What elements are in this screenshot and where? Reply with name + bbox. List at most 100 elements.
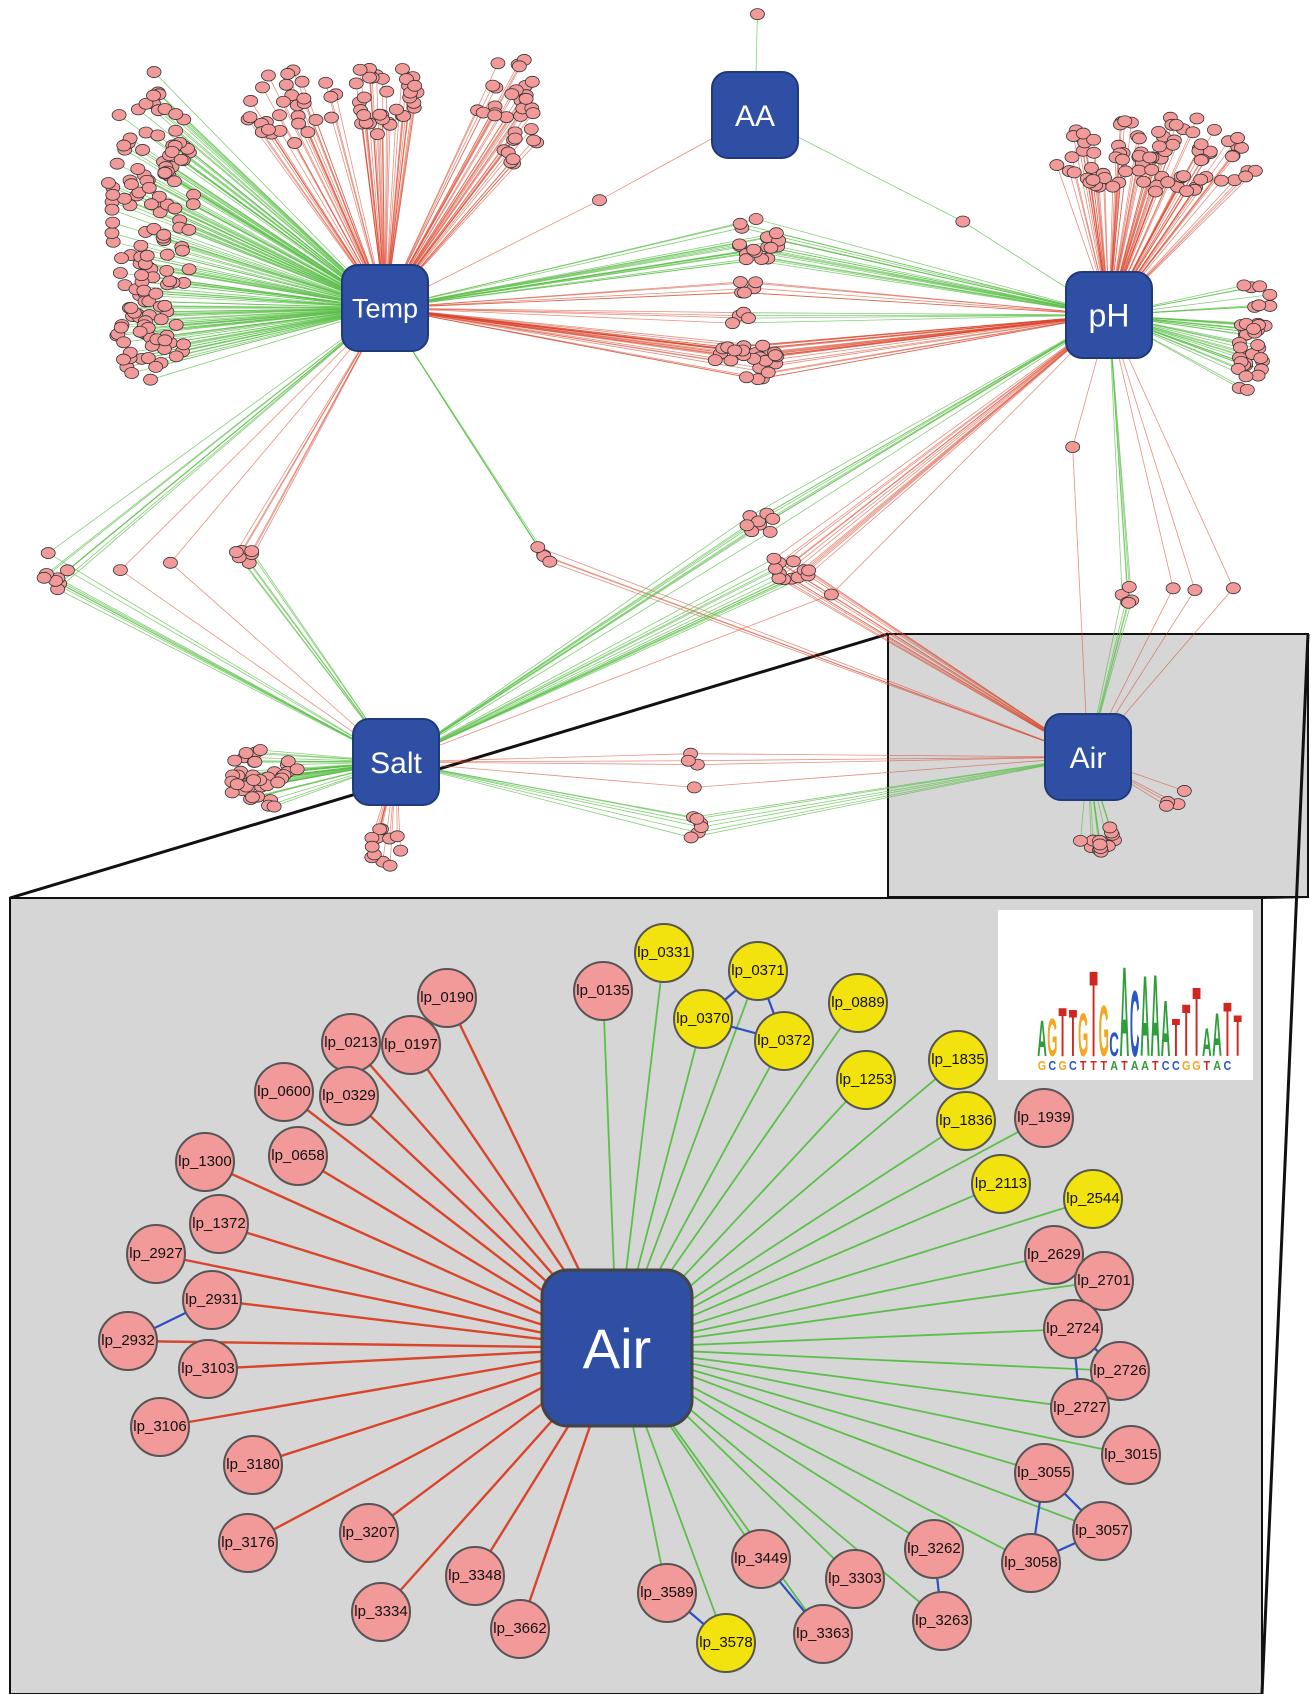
overview-edge xyxy=(537,546,1089,758)
gene-circle xyxy=(1043,1299,1103,1359)
overview-gene-node xyxy=(1131,132,1147,145)
overview-gene-node xyxy=(725,317,740,330)
overview-gene-node xyxy=(148,287,164,300)
overview-edge xyxy=(748,314,1110,319)
overview-gene-node xyxy=(157,334,173,347)
overview-gene-node xyxy=(364,840,380,853)
overview-gene-node xyxy=(1193,154,1209,167)
gene-label: lp_3015 xyxy=(1104,1446,1157,1463)
overview-gene-node xyxy=(1168,118,1184,131)
gene-circle xyxy=(1101,1425,1161,1485)
gene-label: lp_3263 xyxy=(915,1612,968,1629)
gene-label: lp_3207 xyxy=(342,1524,395,1541)
overview-gene-node xyxy=(511,60,527,73)
gene-node-lp_3363: lp_3363 xyxy=(793,1604,853,1664)
overview-edge xyxy=(55,307,386,582)
edge-air-lp_2927 xyxy=(155,1252,618,1350)
motif-letter: T xyxy=(1223,986,1231,1072)
overview-edge xyxy=(395,570,809,763)
gene-label: lp_2932 xyxy=(101,1332,154,1349)
overview-edge xyxy=(753,249,1110,316)
hub-aa: AA xyxy=(711,71,799,159)
gene-label: lp_0600 xyxy=(257,1083,310,1100)
gene-circle xyxy=(1074,1251,1134,1311)
gene-circle xyxy=(445,1546,505,1606)
overview-gene-node xyxy=(1207,123,1222,136)
gene-circle xyxy=(417,968,477,1028)
overview-gene-node xyxy=(112,267,128,279)
overview-edge xyxy=(395,760,689,763)
overview-gene-node xyxy=(139,249,155,262)
zoom-hub-air: Air xyxy=(540,1268,694,1428)
overview-edge xyxy=(746,258,1110,316)
overview-gene-node xyxy=(40,547,56,559)
motif-letter: A xyxy=(1213,1058,1221,1073)
gene-label: lp_2544 xyxy=(1066,1190,1119,1207)
overview-edge xyxy=(797,576,1089,758)
overview-edge xyxy=(395,524,748,763)
motif-letter: A xyxy=(1037,1009,1047,1066)
gene-circle xyxy=(825,1549,885,1609)
overview-edge xyxy=(47,552,397,763)
overview-gene-node xyxy=(1236,279,1252,292)
overview-gene-node xyxy=(289,763,305,776)
overview-gene-node xyxy=(504,88,520,101)
overview-edge xyxy=(739,243,1110,316)
gene-label: lp_2727 xyxy=(1053,1399,1106,1416)
gene-node-lp_1835: lp_1835 xyxy=(928,1030,988,1090)
motif-letter: A xyxy=(1131,1058,1139,1073)
overview-gene-node xyxy=(229,778,245,791)
overview-gene-node xyxy=(1148,185,1163,198)
overview-gene-node xyxy=(156,228,172,241)
overview-gene-node xyxy=(768,562,783,575)
overview-gene-node xyxy=(727,344,743,357)
overview-edge xyxy=(761,258,1110,316)
gene-label: lp_2726 xyxy=(1093,1362,1146,1379)
overview-gene-clusters xyxy=(36,8,1278,872)
overview-gene-node xyxy=(393,844,409,857)
overview-gene-node xyxy=(382,859,398,872)
overview-edge xyxy=(395,562,780,763)
overview-edge xyxy=(384,307,733,324)
overview-gene-node xyxy=(768,227,784,240)
overview-gene-node xyxy=(746,243,762,256)
overview-gene-node xyxy=(1193,173,1209,186)
overview-gene-node xyxy=(168,318,184,331)
zoom-hub-label: Air xyxy=(583,1317,651,1380)
gene-circle xyxy=(1090,1341,1150,1401)
gene-label: lp_1253 xyxy=(839,1071,892,1088)
overview-edge xyxy=(691,756,1089,838)
gene-label: lp_3055 xyxy=(1017,1464,1070,1481)
edge-air-lp_2726 xyxy=(616,1347,1121,1372)
motif-letter: C xyxy=(1069,1058,1077,1073)
motif-logo-background xyxy=(998,910,1253,1080)
overview-gene-node xyxy=(530,541,546,553)
gene-label: lp_0372 xyxy=(757,1032,810,1049)
gene-circle xyxy=(637,1563,697,1623)
hub-box xyxy=(352,718,440,806)
overview-gene-node xyxy=(1230,132,1246,144)
overview-edge xyxy=(395,568,776,763)
overview-edge xyxy=(1108,314,1133,601)
gene-node-lp_1836: lp_1836 xyxy=(936,1091,996,1151)
gene-circle xyxy=(175,1132,235,1192)
gene-circle xyxy=(223,1435,283,1495)
zoom-gene-nodes: lp_0331lp_0371lp_0135lp_0889lp_0190lp_03… xyxy=(98,923,1161,1673)
overview-gene-node xyxy=(1092,838,1108,851)
overview-edge xyxy=(770,247,1110,316)
motif-letter: T xyxy=(1204,1058,1211,1073)
overview-gene-node xyxy=(280,68,296,80)
overview-gene-node xyxy=(485,79,501,92)
overview-gene-node xyxy=(166,175,182,188)
overview-edge xyxy=(117,163,386,309)
gene-circle xyxy=(696,1613,756,1673)
overview-gene-node xyxy=(1238,170,1254,183)
overview-gene-node xyxy=(732,217,748,230)
motif-letter: T xyxy=(1192,966,1200,1077)
gene-label: lp_1939 xyxy=(1017,1109,1070,1126)
overview-edge xyxy=(384,287,754,309)
gene-circle xyxy=(490,1599,550,1659)
overview-gene-node xyxy=(526,134,541,147)
gene-label: lp_0889 xyxy=(831,994,884,1011)
overview-gene-node xyxy=(109,157,125,170)
